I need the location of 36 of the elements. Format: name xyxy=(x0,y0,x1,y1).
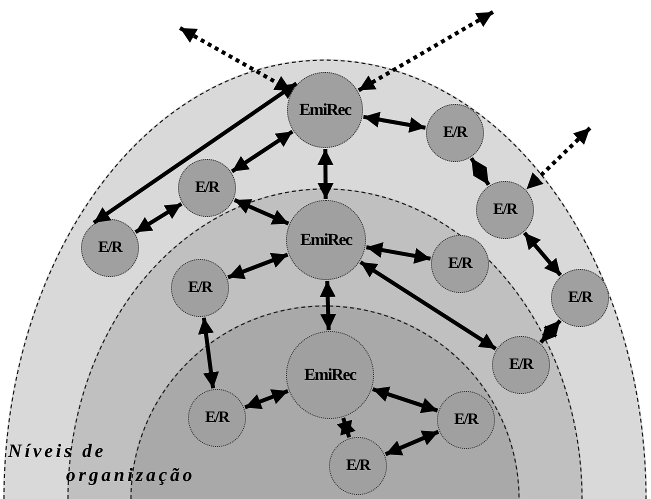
level-caption: Níveis de organização xyxy=(8,440,196,488)
double-arrow xyxy=(320,280,336,330)
node-label: E/R xyxy=(443,124,467,142)
node-label: E/R xyxy=(448,255,472,273)
double-arrow xyxy=(92,82,298,224)
level-band xyxy=(3,59,647,499)
double-arrow xyxy=(539,319,562,344)
node-label: E/R xyxy=(509,356,533,374)
double-arrow xyxy=(317,148,334,200)
double-arrow xyxy=(384,430,440,456)
node-label: EmiRec xyxy=(299,100,351,120)
double-arrow xyxy=(522,232,562,276)
node-label: E/R xyxy=(346,457,370,475)
node-label: EmiRec xyxy=(304,365,356,385)
double-arrow xyxy=(359,260,497,350)
node-label: EmiRec xyxy=(300,230,352,250)
double-arrow xyxy=(230,130,294,174)
double-arrow xyxy=(372,386,438,414)
double-arrow xyxy=(234,198,290,226)
dotted-arrow xyxy=(525,126,592,191)
double-arrow xyxy=(244,389,289,410)
node-label: E/R xyxy=(188,279,212,297)
dotted-arrow xyxy=(358,10,494,92)
node-label: E/R xyxy=(98,239,122,257)
double-arrow xyxy=(366,242,431,264)
double-arrow xyxy=(336,417,356,438)
node-label: E/R xyxy=(568,289,592,307)
node-label: E/R xyxy=(195,179,219,197)
double-arrow xyxy=(363,112,426,133)
node-label: E/R xyxy=(493,201,517,219)
double-arrow xyxy=(134,202,183,234)
node-label: E/R xyxy=(454,411,478,429)
double-arrow xyxy=(198,317,219,389)
node-label: E/R xyxy=(205,409,229,427)
double-arrow xyxy=(470,157,490,186)
double-arrow xyxy=(227,252,288,280)
